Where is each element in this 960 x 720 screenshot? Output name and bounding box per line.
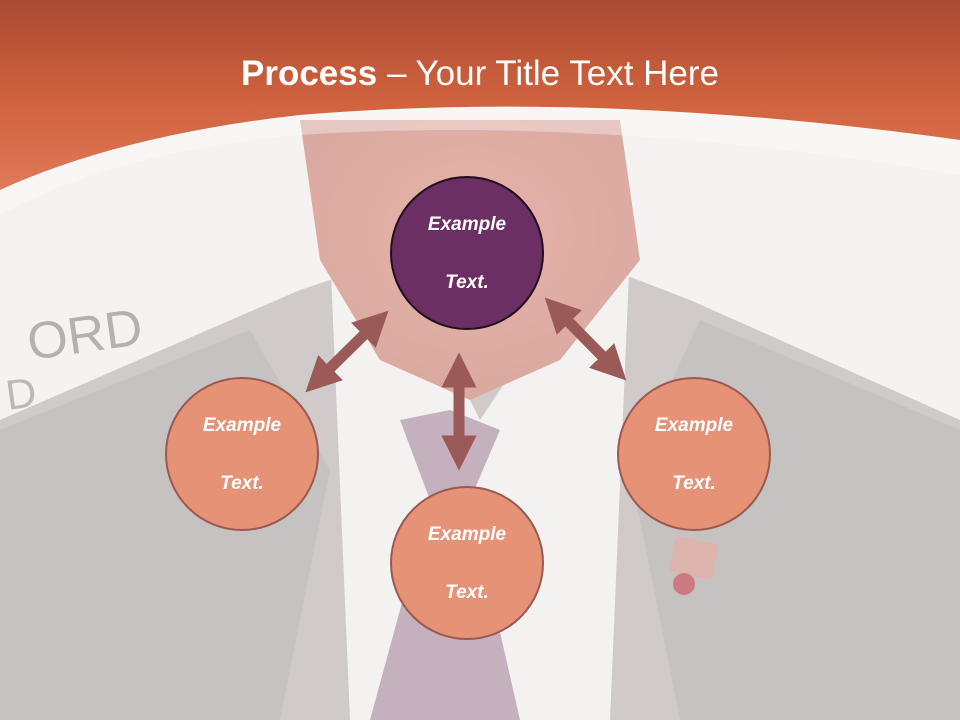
slide-title: Process – Your Title Text Here (0, 52, 960, 96)
node-left-line1: Example (202, 414, 282, 436)
node-right-line1: Example (654, 414, 734, 436)
node-bottom-line1: Example (427, 523, 507, 545)
title-bold: Process (241, 54, 378, 93)
node-bottom-line2: Text. (445, 581, 489, 603)
node-top-line2: Text. (445, 271, 489, 293)
title-dash: – (377, 54, 416, 93)
svg-text:D: D (3, 368, 40, 419)
whiteboard-writing: ORD D (3, 298, 146, 419)
node-left-line2: Text. (220, 472, 264, 494)
title-rest: Your Title Text Here (415, 54, 720, 93)
node-right-line2: Text. (672, 472, 716, 494)
node-top-line1: Example (427, 213, 507, 235)
